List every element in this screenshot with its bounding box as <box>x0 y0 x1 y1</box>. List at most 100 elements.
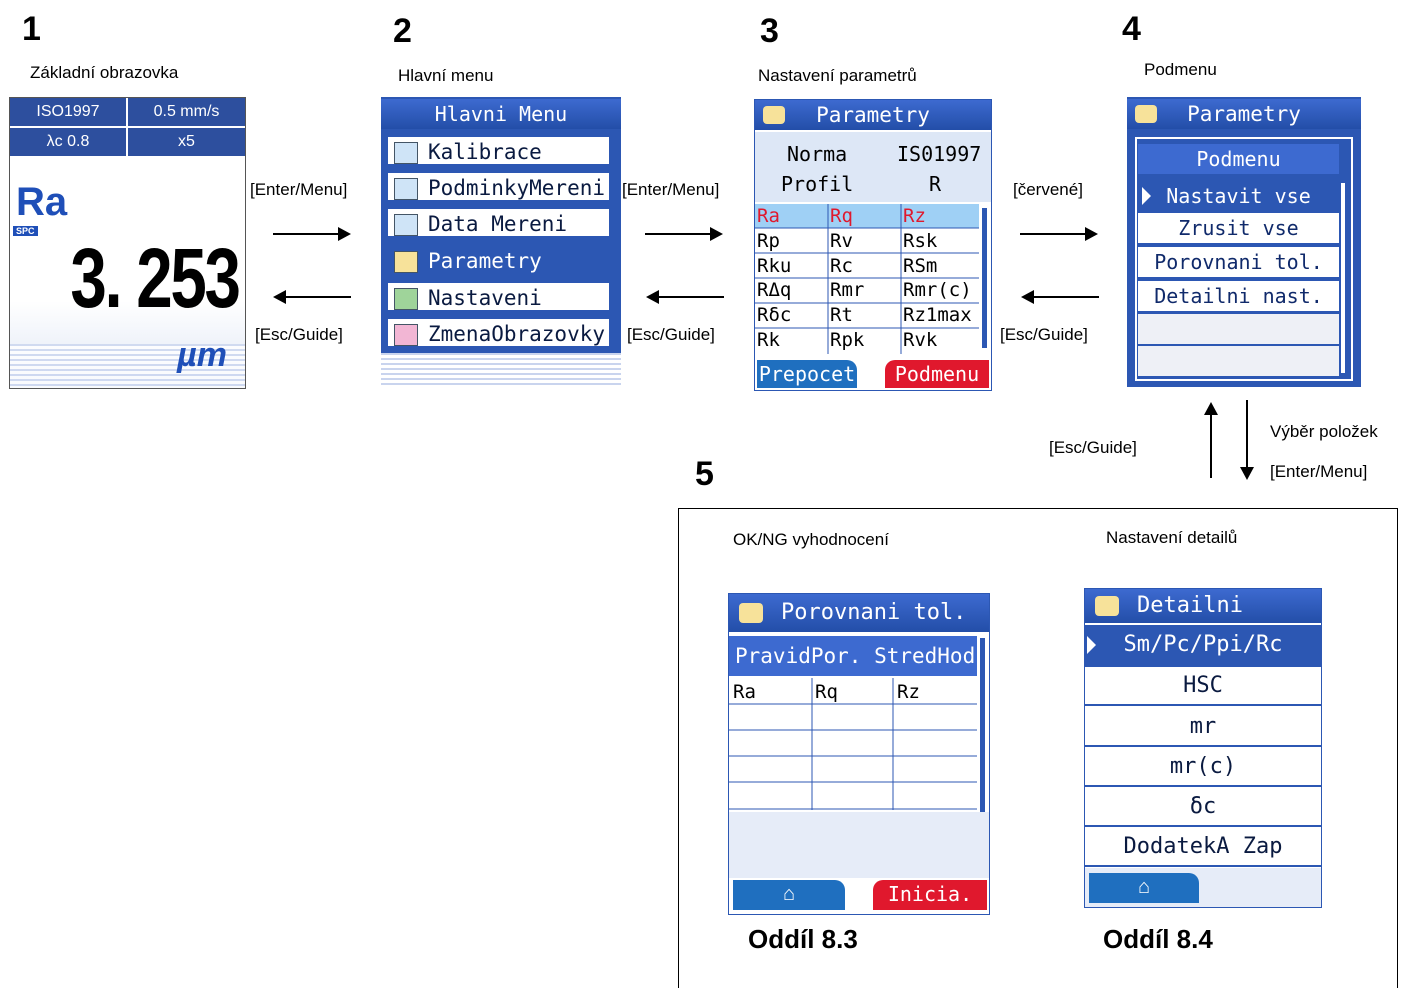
arrow-down <box>1240 400 1254 480</box>
label-esc-guide-1: [Esc/Guide] <box>255 325 343 344</box>
data-icon <box>394 214 418 236</box>
submenu-title: Podmenu <box>1138 144 1339 174</box>
submenu-empty-row <box>1138 314 1339 344</box>
empty-area <box>729 812 989 878</box>
parameters-icon <box>1095 596 1119 616</box>
spc-badge: SPC <box>13 226 38 236</box>
detail-item-mrc[interactable]: mr(c) <box>1085 748 1321 787</box>
param-cell[interactable]: Rz1max <box>903 304 972 327</box>
submenu-screen: Parametry Podmenu Nastavit vse Zrusit vs… <box>1127 97 1361 387</box>
details-screen: Detailni nast. Sm/Pc/Ppi/Rc HSC mr mr(c)… <box>1084 588 1322 908</box>
step-caption-3: Nastavení parametrů <box>758 66 917 85</box>
submenu-item-porovnani[interactable]: Porovnani tol. <box>1138 247 1339 277</box>
recalculate-button[interactable]: Prepocet <box>757 360 857 388</box>
step-number-5: 5 <box>695 455 714 493</box>
param-cell[interactable]: Rp <box>757 229 780 252</box>
submenu-item-zrusit-vse[interactable]: Zrusit vse <box>1138 213 1339 243</box>
parameters-icon <box>739 603 763 623</box>
home-button[interactable]: ⌂ <box>733 880 845 910</box>
parameters-title: Parametry <box>755 100 991 130</box>
detail-item-dodatek[interactable]: DodatekA Zap <box>1085 828 1321 867</box>
scrollbar[interactable] <box>614 137 619 347</box>
cutoff-cell: λc 0.8 <box>10 128 126 156</box>
norm-panel <box>755 132 991 202</box>
menu-item-parametry[interactable]: Parametry <box>386 244 611 275</box>
param-cell[interactable]: Rq <box>830 205 853 227</box>
sampling-cell: x5 <box>128 128 245 156</box>
grid-lines <box>755 204 979 354</box>
bottom-stripe <box>10 344 245 388</box>
norma-value[interactable]: IS01997 <box>897 142 982 166</box>
param-cell[interactable]: Rmr <box>830 279 865 302</box>
submenu-button[interactable]: Podmenu <box>885 360 989 388</box>
profil-value[interactable]: R <box>929 172 942 196</box>
detail-item-sm[interactable]: Sm/Pc/Ppi/Rc <box>1085 625 1321 667</box>
param-cell[interactable]: RΔq <box>757 279 792 302</box>
col-ra: Ra <box>733 681 756 703</box>
selection-arrow-icon <box>1087 636 1096 654</box>
tolerance-screen: Porovnani tol. PravidPor. StredHod Ra Rq… <box>728 593 990 915</box>
section-8-3: Oddíl 8.3 <box>748 924 858 954</box>
label-enter-menu-2: [Enter/Menu] <box>622 180 720 199</box>
col-rz: Rz <box>897 681 920 703</box>
param-cell[interactable]: Rsk <box>903 229 938 252</box>
param-cell[interactable]: Ra <box>757 205 780 227</box>
arrow-left-3 <box>1021 290 1099 304</box>
submenu-item-nastavit-vse[interactable]: Nastavit vse <box>1138 181 1339 211</box>
param-cell[interactable]: Rz <box>903 205 926 227</box>
main-menu-screen: Hlavni Menu Kalibrace PodminkyMereni Dat… <box>381 97 621 385</box>
norma-label: Norma <box>787 142 848 166</box>
step-number-1: 1 <box>22 10 41 48</box>
arrow-up <box>1204 402 1218 478</box>
param-cell[interactable]: Rpk <box>830 329 865 351</box>
param-cell[interactable]: Rt <box>830 304 853 327</box>
detail-item-hsc[interactable]: HSC <box>1085 667 1321 706</box>
param-cell[interactable]: Rδc <box>757 304 792 327</box>
param-cell[interactable]: Rc <box>830 254 853 277</box>
label-red: [červené] <box>1013 180 1083 199</box>
menu-item-zmena[interactable]: ZmenaObrazovky <box>386 317 611 348</box>
param-cell[interactable]: Rku <box>757 254 792 277</box>
scrollbar[interactable] <box>1341 183 1345 373</box>
param-cell[interactable]: Rk <box>757 329 780 351</box>
profil-label: Profil <box>781 172 854 196</box>
parameters-icon <box>394 251 418 273</box>
speed-cell: 0.5 mm/s <box>128 98 245 126</box>
init-button[interactable]: Inicia. <box>873 880 987 910</box>
caption-ok-ng: OK/NG vyhodnocení <box>733 530 889 549</box>
tolerance-grid-lines <box>729 678 977 810</box>
scrollbar[interactable] <box>980 638 985 838</box>
step-caption-4: Podmenu <box>1144 60 1217 79</box>
details-title: Detailni nast. <box>1085 589 1321 652</box>
main-menu-title: Hlavni Menu <box>381 99 621 129</box>
submenu-screen-title: Parametry <box>1127 99 1361 129</box>
section-8-4: Oddíl 8.4 <box>1103 924 1213 954</box>
tolerance-header: PravidPor. StredHod <box>729 636 977 676</box>
scrollbar[interactable] <box>982 208 987 348</box>
param-cell[interactable]: Rmr(c) <box>903 279 972 302</box>
menu-item-podminky[interactable]: PodminkyMereni <box>386 171 611 202</box>
menu-item-data[interactable]: Data Mereni <box>386 207 611 238</box>
home-button[interactable]: ⌂ <box>1089 873 1199 903</box>
menu-item-kalibrace[interactable]: Kalibrace <box>386 135 611 166</box>
calibration-icon <box>394 142 418 164</box>
arrow-left-1 <box>273 290 351 304</box>
menu-item-nastaveni[interactable]: Nastaveni <box>386 281 611 312</box>
submenu-item-detailni[interactable]: Detailni nast. <box>1138 281 1339 311</box>
detail-item-mr[interactable]: mr <box>1085 708 1321 747</box>
tolerance-title: Porovnani tol. <box>729 594 989 632</box>
parameters-icon <box>763 106 785 124</box>
label-esc-guide-3: [Esc/Guide] <box>1000 325 1088 344</box>
param-cell[interactable]: Rv <box>830 229 853 252</box>
param-cell[interactable]: RSm <box>903 254 938 277</box>
section-5-box <box>678 508 1398 988</box>
selected-grid-row <box>755 204 979 228</box>
home-icon: ⌂ <box>782 883 796 905</box>
detail-item-deltac[interactable]: δc <box>1085 788 1321 827</box>
label-esc-guide-2: [Esc/Guide] <box>627 325 715 344</box>
submenu-empty-row <box>1138 346 1339 376</box>
param-cell[interactable]: Rvk <box>903 329 938 351</box>
basic-screen: ISO1997 0.5 mm/s λc 0.8 x5 Ra SPC 3. 253… <box>9 97 246 389</box>
label-select-items: Výběr položek <box>1270 422 1378 441</box>
